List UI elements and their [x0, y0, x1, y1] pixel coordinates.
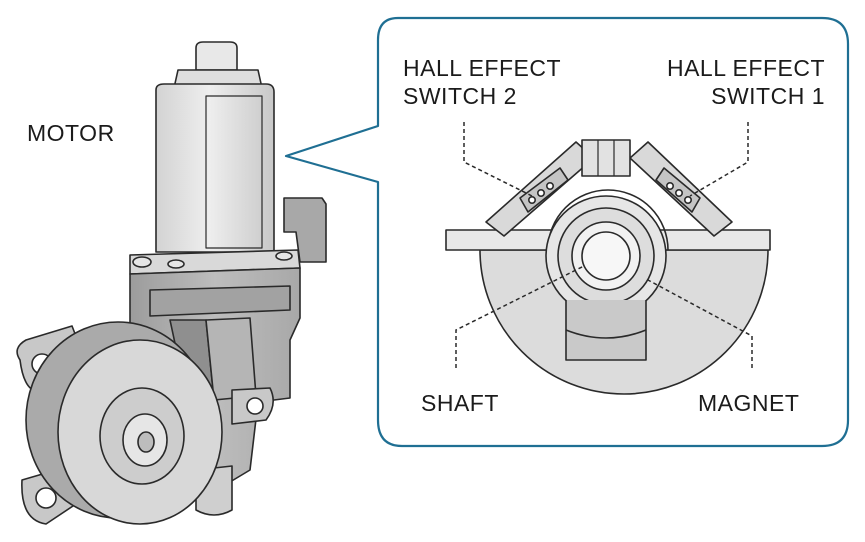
label-hall-effect-switch-1: HALL EFFECT SWITCH 1 [667, 54, 825, 110]
label-magnet: MAGNET [698, 390, 800, 416]
leader-lines [455, 122, 753, 368]
leader-magnet [647, 279, 753, 368]
sensor-detail [445, 139, 771, 395]
label-hall-2-line-2: SWITCH 2 [403, 83, 517, 109]
label-shaft: SHAFT [421, 390, 499, 416]
motor-top-cap [195, 41, 238, 71]
leader-hall-1 [689, 122, 749, 197]
motor-can [155, 83, 275, 253]
label-hall-effect-switch-2: HALL EFFECT SWITCH 2 [403, 54, 561, 110]
motor-assembly [16, 41, 327, 525]
label-hall-2-line-1: HALL EFFECT [403, 55, 562, 81]
leader-shaft [455, 265, 585, 368]
shaft-inner [581, 231, 631, 281]
housing-ring [547, 189, 669, 251]
label-hall-1-line-2: SWITCH 1 [711, 83, 825, 109]
gear-drum-hub [137, 431, 155, 453]
motor-can-edge [205, 95, 263, 249]
lower-slot [565, 300, 647, 361]
label-hall-1-line-1: HALL EFFECT [666, 55, 825, 81]
label-motor: MOTOR [27, 120, 115, 146]
motor-bracket [283, 197, 327, 263]
top-key [581, 139, 631, 177]
